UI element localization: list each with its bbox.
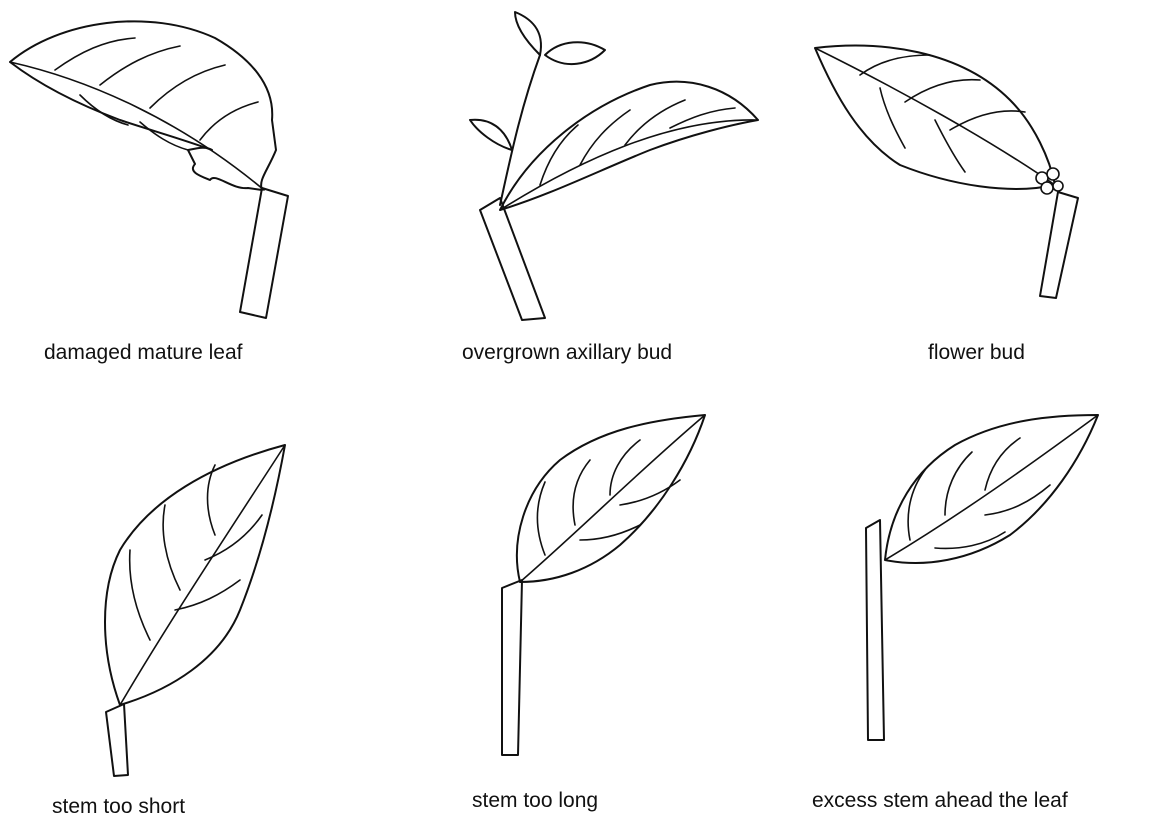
stem <box>1040 192 1078 298</box>
damaged-mature-leaf-drawing <box>10 21 288 318</box>
stem <box>106 704 128 776</box>
bud-leaf-left <box>470 120 512 150</box>
bud-leaf-top <box>515 12 541 55</box>
leaf-outline <box>105 445 285 705</box>
caption-stem-too-long: stem too long <box>472 789 598 813</box>
caption-damaged-mature-leaf: damaged mature leaf <box>44 341 242 365</box>
caption-stem-too-short: stem too short <box>52 795 185 819</box>
stem <box>502 580 522 755</box>
leaf-outline <box>500 82 758 210</box>
stem-too-short-drawing <box>105 445 285 776</box>
overgrown-axillary-bud-drawing <box>470 12 758 320</box>
caption-flower-bud: flower bud <box>928 341 1025 365</box>
stem <box>480 198 545 320</box>
stem <box>240 188 288 318</box>
leaf-outline <box>10 21 276 190</box>
leaf-outline <box>815 46 1055 189</box>
excess-stem-drawing <box>866 415 1098 740</box>
caption-overgrown-axillary-bud: overgrown axillary bud <box>462 341 672 365</box>
stem <box>866 520 884 740</box>
stem-too-long-drawing <box>502 415 705 755</box>
bud-shoot <box>500 55 540 205</box>
flower-bud-drawing <box>815 46 1078 298</box>
caption-excess-stem-ahead-leaf: excess stem ahead the leaf <box>812 789 1068 813</box>
bud-leaf-right <box>545 42 605 64</box>
